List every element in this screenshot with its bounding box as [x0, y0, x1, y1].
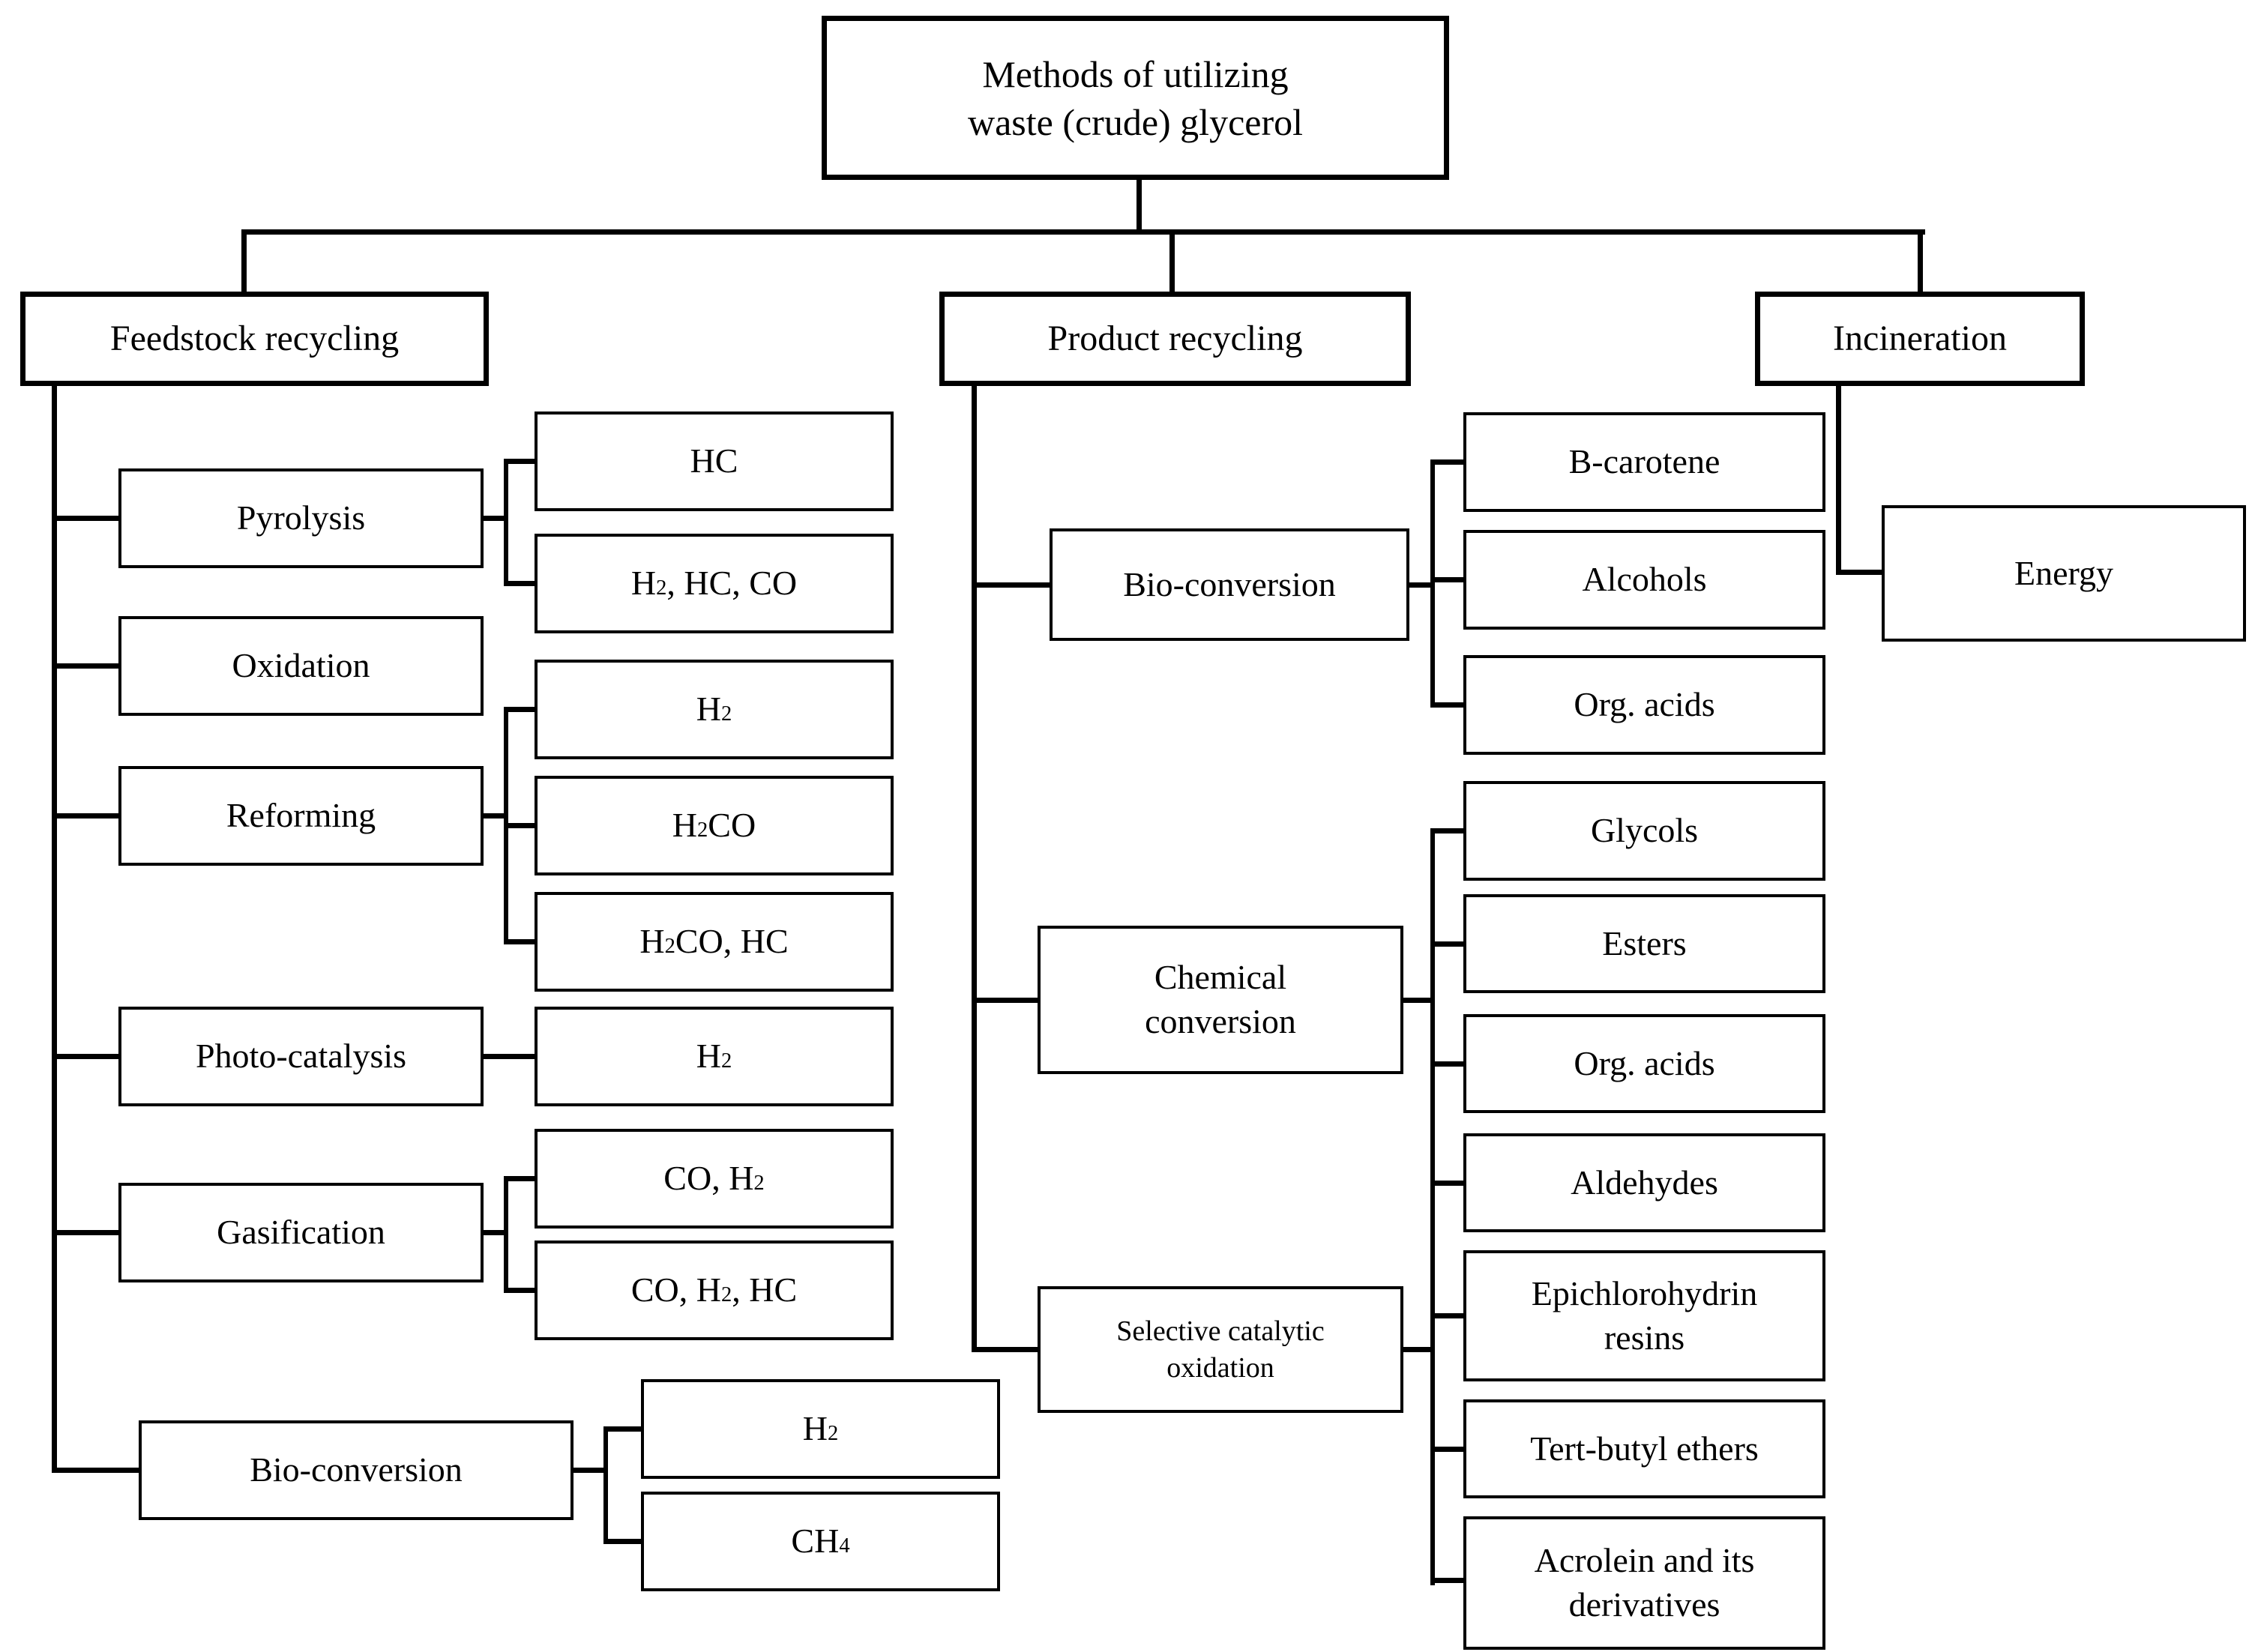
- connector-line: [1430, 1181, 1463, 1186]
- node-feedstock-recycling: Feedstock recycling: [20, 292, 489, 386]
- node-chemical-conversion: Chemical conversion: [1038, 926, 1403, 1074]
- node-root: Methods of utilizing waste (crude) glyce…: [822, 16, 1449, 180]
- connector-line: [1403, 1347, 1435, 1352]
- connector-line: [1430, 828, 1435, 1585]
- connector-line: [241, 229, 247, 293]
- node-product-esters: Esters: [1463, 894, 1825, 993]
- connector-line: [504, 707, 535, 712]
- connector-line: [1403, 998, 1435, 1003]
- node-product-org-acids-bio: Org. acids: [1463, 655, 1825, 755]
- connector-line: [504, 1288, 535, 1293]
- connector-line: [972, 998, 1038, 1003]
- node-product-acrolein-derivatives: Acrolein and its derivatives: [1463, 1516, 1825, 1650]
- connector-line: [1169, 229, 1175, 293]
- connector-line: [484, 1230, 508, 1235]
- node-product-hc: HC: [535, 412, 894, 511]
- node-pyrolysis: Pyrolysis: [118, 468, 484, 568]
- connector-line: [52, 1468, 139, 1473]
- connector-line: [603, 1539, 641, 1544]
- connector-line: [52, 386, 57, 1473]
- connector-line: [1430, 1578, 1463, 1583]
- node-product-recycling: Product recycling: [939, 292, 1411, 386]
- node-product-alcohols: Alcohols: [1463, 530, 1825, 630]
- connector-line: [504, 823, 535, 828]
- connector-line: [1836, 386, 1841, 575]
- node-product-tert-butyl-ethers: Tert-butyl ethers: [1463, 1399, 1825, 1498]
- connector-line: [1430, 459, 1435, 708]
- connector-line: [504, 581, 535, 586]
- node-product-org-acids-chem: Org. acids: [1463, 1014, 1825, 1113]
- connector-line: [52, 813, 118, 819]
- connector-line: [52, 1054, 118, 1059]
- node-product-epichlorohydrin-resins: Epichlorohydrin resins: [1463, 1250, 1825, 1381]
- node-selective-catalytic-oxidation: Selective catalytic oxidation: [1038, 1286, 1403, 1413]
- connector-line: [603, 1426, 641, 1432]
- connector-line: [504, 1176, 535, 1181]
- connector-line: [1836, 570, 1882, 575]
- connector-line: [1409, 582, 1435, 588]
- connector-line: [504, 1176, 508, 1293]
- connector-line: [484, 813, 508, 819]
- connector-line: [972, 1347, 1038, 1352]
- node-oxidation: Oxidation: [118, 616, 484, 716]
- connector-line: [484, 516, 508, 521]
- node-incineration: Incineration: [1755, 292, 2085, 386]
- connector-line: [504, 939, 535, 944]
- connector-line: [1430, 1447, 1463, 1452]
- connector-line: [1136, 180, 1142, 232]
- node-reforming: Reforming: [118, 766, 484, 866]
- connector-line: [972, 582, 1050, 588]
- connector-line: [1430, 1313, 1463, 1318]
- connector-line: [1430, 459, 1463, 465]
- connector-line: [972, 386, 977, 1352]
- node-product-aldehydes: Aldehydes: [1463, 1133, 1825, 1232]
- node-product-glycols: Glycols: [1463, 781, 1825, 881]
- connector-line: [52, 663, 118, 669]
- connector-line: [1430, 1061, 1463, 1067]
- node-bio-conversion-feedstock: Bio-conversion: [139, 1420, 573, 1520]
- connector-line: [241, 229, 1925, 235]
- node-gasification: Gasification: [118, 1183, 484, 1282]
- connector-line: [603, 1426, 608, 1544]
- connector-line: [52, 516, 118, 521]
- connector-line: [1918, 229, 1923, 293]
- node-photo-catalysis: Photo-catalysis: [118, 1007, 484, 1106]
- connector-line: [504, 459, 535, 464]
- connector-line: [504, 459, 508, 586]
- node-product-energy: Energy: [1882, 505, 2246, 642]
- connector-line: [573, 1468, 608, 1473]
- connector-line: [1430, 702, 1463, 708]
- node-bio-conversion-product: Bio-conversion: [1050, 528, 1409, 641]
- connector-line: [1430, 577, 1463, 582]
- connector-line: [1430, 941, 1463, 947]
- node-product-b-carotene: B-carotene: [1463, 412, 1825, 512]
- connector-line: [52, 1230, 118, 1235]
- connector-line: [1430, 828, 1463, 833]
- connector-line: [484, 1054, 535, 1059]
